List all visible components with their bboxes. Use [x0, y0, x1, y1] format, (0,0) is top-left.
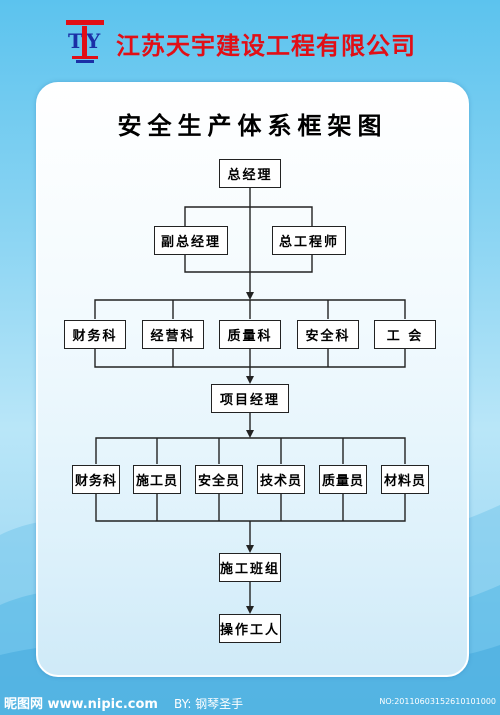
node-workers: 操作工人 [219, 614, 281, 643]
node-deputy-general-manager: 副总经理 [154, 226, 228, 255]
node-dept-union: 工 会 [374, 320, 436, 349]
node-construction-team: 施工班组 [219, 553, 281, 582]
node-staff-safety: 安全员 [195, 465, 243, 494]
node-staff-materials: 材料员 [381, 465, 429, 494]
node-staff-construction: 施工员 [133, 465, 181, 494]
company-name: 江苏天宇建设工程有限公司 [116, 32, 416, 60]
node-general-manager: 总经理 [219, 159, 281, 188]
node-dept-quality: 质量科 [219, 320, 281, 349]
node-staff-quality: 质量员 [319, 465, 367, 494]
node-staff-finance: 财务科 [72, 465, 120, 494]
footer-image-number: NO:20110603152610101000 [379, 697, 496, 706]
node-dept-operations: 经营科 [142, 320, 204, 349]
svg-text:Y: Y [85, 29, 101, 53]
diagram-title: 安全生产体系框架图 [117, 112, 388, 140]
company-logo-icon: T Y [66, 20, 104, 63]
node-chief-engineer: 总工程师 [272, 226, 346, 255]
svg-text:T: T [68, 29, 83, 53]
node-dept-safety: 安全科 [297, 320, 359, 349]
node-staff-technical: 技术员 [257, 465, 305, 494]
node-project-manager: 项目经理 [211, 384, 289, 413]
node-dept-finance: 财务科 [64, 320, 126, 349]
connector-staff-bracket [95, 437, 406, 464]
footer-site: 昵图网 www.nipic.com [4, 697, 158, 712]
header: T Y 江苏天宇建设工程有限公司 [0, 14, 500, 70]
footer-author: BY: 钢琴圣手 [174, 697, 244, 711]
